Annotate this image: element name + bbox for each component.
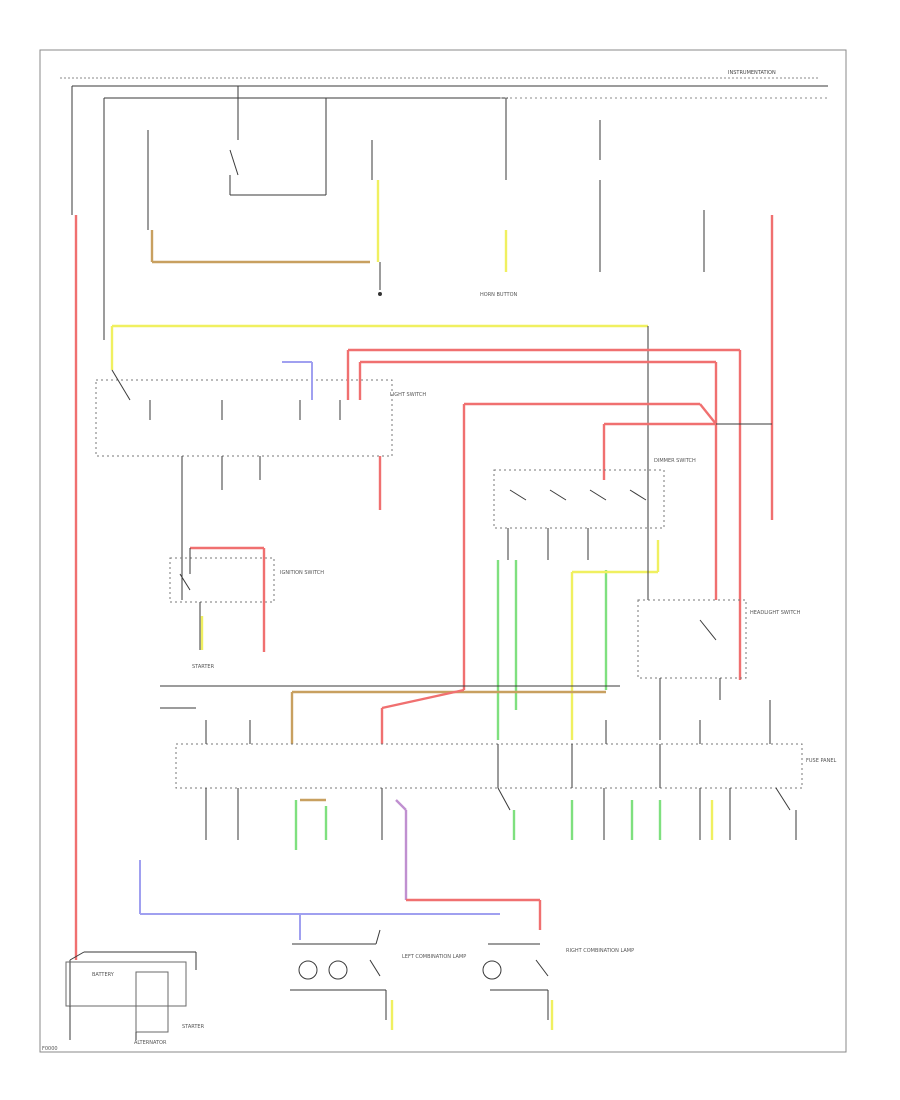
battery-label: BATTERY bbox=[92, 972, 115, 978]
fuse-feed-wires bbox=[160, 685, 620, 744]
right-combination-lamp bbox=[482, 943, 554, 1030]
blue-illumination-wire bbox=[139, 860, 500, 940]
alternator-label: ALTERNATOR bbox=[134, 1040, 167, 1046]
ignition-switch-block bbox=[169, 546, 275, 652]
diagram-title: INSTRUMENTATION bbox=[728, 70, 776, 76]
battery-group bbox=[65, 951, 197, 1040]
headlight-switch-label: HEADLIGHT SWITCH bbox=[750, 610, 801, 616]
horn-button-label: HORN BUTTON bbox=[480, 292, 518, 298]
left-combination-lamp-label: LEFT COMBINATION LAMP bbox=[402, 954, 466, 960]
starter-label-top: STARTER bbox=[192, 664, 215, 670]
green-yellow-harness bbox=[496, 520, 660, 740]
top-switches bbox=[103, 86, 774, 520]
dimmer-switch-block bbox=[493, 469, 665, 560]
diagram-footer-id: F0000 bbox=[42, 1046, 58, 1052]
fuse-output-wires bbox=[205, 787, 797, 930]
fuse-panel-label: FUSE PANEL bbox=[806, 758, 836, 764]
light-switch-block bbox=[95, 361, 393, 600]
starter-label-bottom: STARTER bbox=[182, 1024, 205, 1030]
diagram-frame bbox=[39, 49, 847, 1053]
top-bus-lines bbox=[60, 77, 828, 99]
right-combination-lamp-label: RIGHT COMBINATION LAMP bbox=[566, 948, 634, 954]
red-feed-wires bbox=[346, 348, 772, 690]
headlight-switch-block bbox=[637, 599, 747, 740]
battery-feed-wire bbox=[69, 86, 78, 1040]
dimmer-switch-label: DIMMER SWITCH bbox=[654, 458, 696, 464]
ignition-switch-label: IGNITION SWITCH bbox=[280, 570, 324, 576]
left-combination-lamp bbox=[290, 929, 394, 1030]
light-switch-label: LIGHT SWITCH bbox=[390, 392, 426, 398]
fuse-panel bbox=[175, 700, 803, 789]
